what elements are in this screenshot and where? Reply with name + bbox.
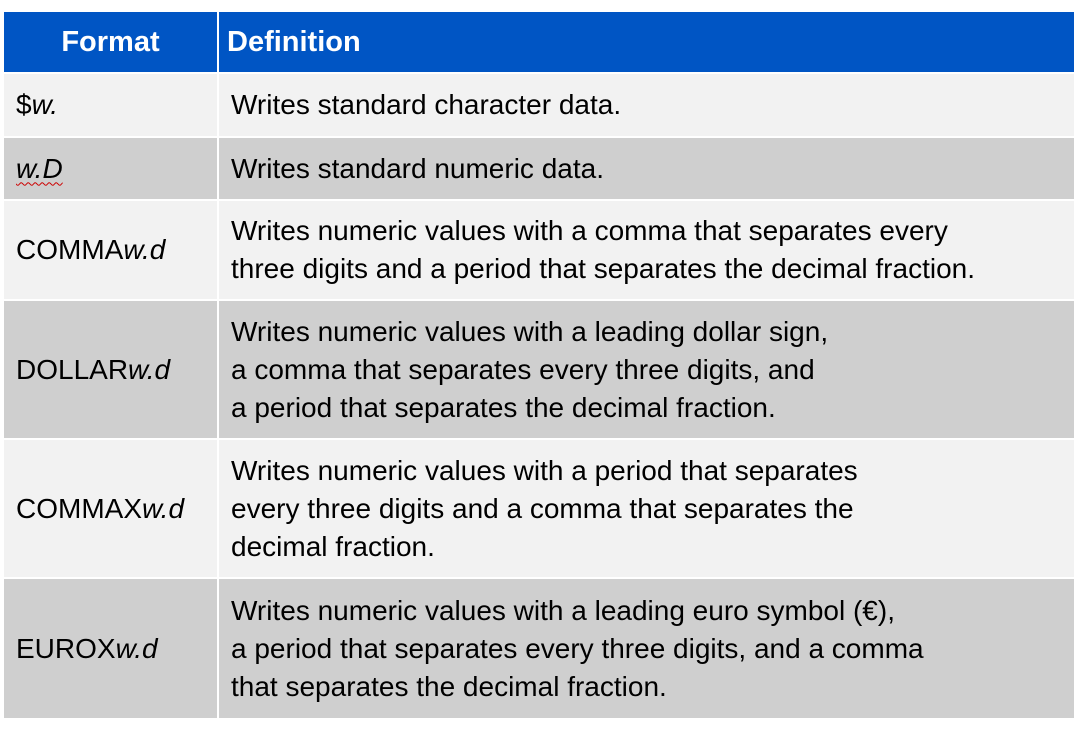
definition-cell: Writes numeric values with a comma that …: [231, 215, 975, 284]
format-prefix: $: [16, 89, 32, 120]
definition-cell: Writes numeric values with a period that…: [231, 454, 858, 562]
format-suffix: w.D: [16, 152, 63, 184]
format-cell: $w.: [4, 74, 219, 136]
header-definition: Definition: [227, 26, 361, 58]
format-suffix: w.d: [115, 632, 158, 664]
format-suffix: w.: [31, 89, 59, 120]
format-prefix: COMMA: [16, 234, 124, 265]
format-prefix: COMMAX: [16, 492, 142, 524]
format-prefix: EUROX: [16, 632, 116, 664]
header-format: Format: [4, 12, 219, 72]
format-suffix: w.d: [128, 353, 171, 385]
format-suffix: w.d: [142, 492, 185, 524]
table-row: $w. Writes standard character data.: [4, 74, 1074, 138]
format-suffix: w.d: [123, 234, 166, 265]
format-cell: w.D: [4, 138, 219, 199]
definition-cell: Writes standard character data.: [231, 89, 622, 120]
definition-cell: Writes numeric values with a leading dol…: [231, 315, 829, 423]
formats-table: Format Definition $w. Writes standard ch…: [4, 12, 1074, 720]
format-prefix: DOLLAR: [16, 353, 129, 385]
definition-cell: Writes numeric values with a leading eur…: [231, 594, 924, 702]
table-row: w.D Writes standard numeric data.: [4, 138, 1074, 201]
table-header: Format Definition: [4, 12, 1074, 74]
definition-cell: Writes standard numeric data.: [231, 152, 604, 184]
